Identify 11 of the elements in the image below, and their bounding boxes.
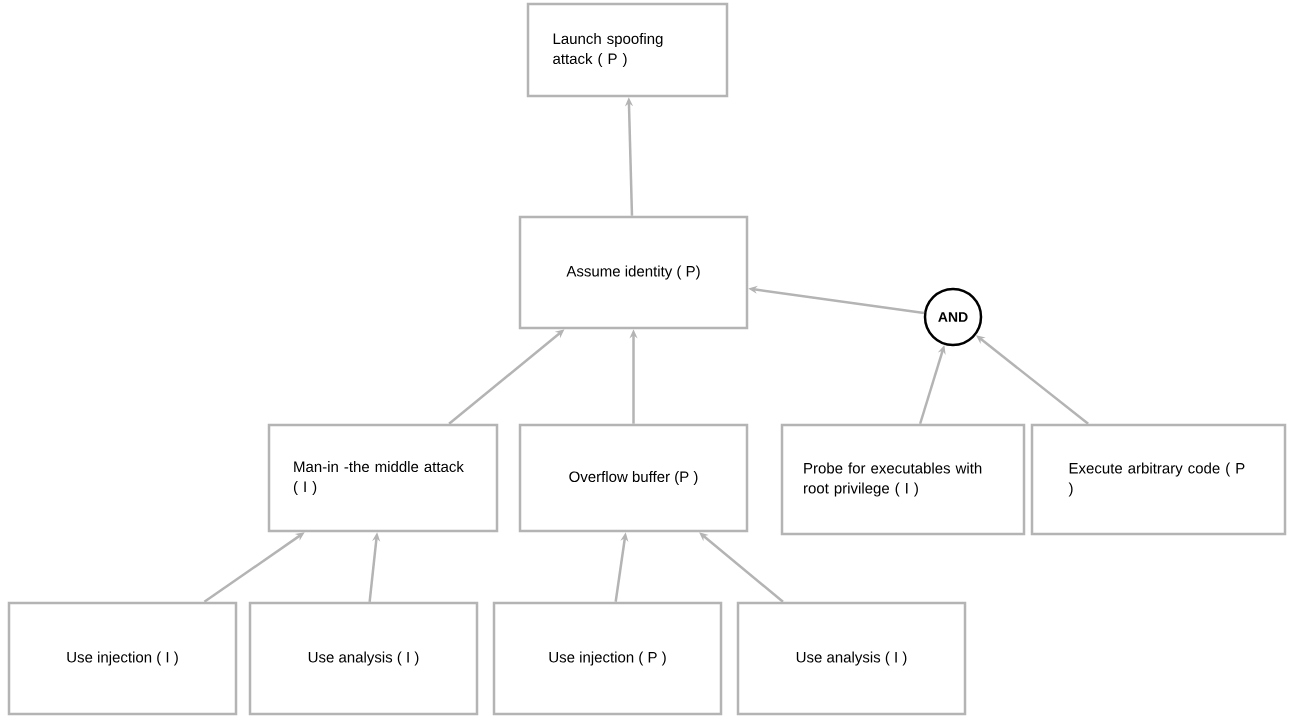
process-box: Launch spoofing attack ( P ) bbox=[526, 2, 729, 98]
process-box: Use analysis ( I ) bbox=[248, 601, 479, 716]
process-box: Probe for executables with root privilege ( I ) bbox=[780, 423, 1026, 536]
process-box: Execute arbitrary code ( P ) bbox=[1030, 423, 1287, 536]
process-box: Use analysis ( I ) bbox=[736, 601, 967, 716]
process-box: Man-in -the middle attack ( I ) bbox=[267, 423, 499, 533]
process-box: Use injection ( P ) bbox=[492, 601, 723, 716]
process-box: Use injection ( I ) bbox=[7, 601, 238, 716]
process-box: Overflow buffer (P ) bbox=[518, 423, 749, 533]
process-box: Assume identity ( P) bbox=[518, 215, 749, 330]
arrow bbox=[699, 532, 784, 603]
